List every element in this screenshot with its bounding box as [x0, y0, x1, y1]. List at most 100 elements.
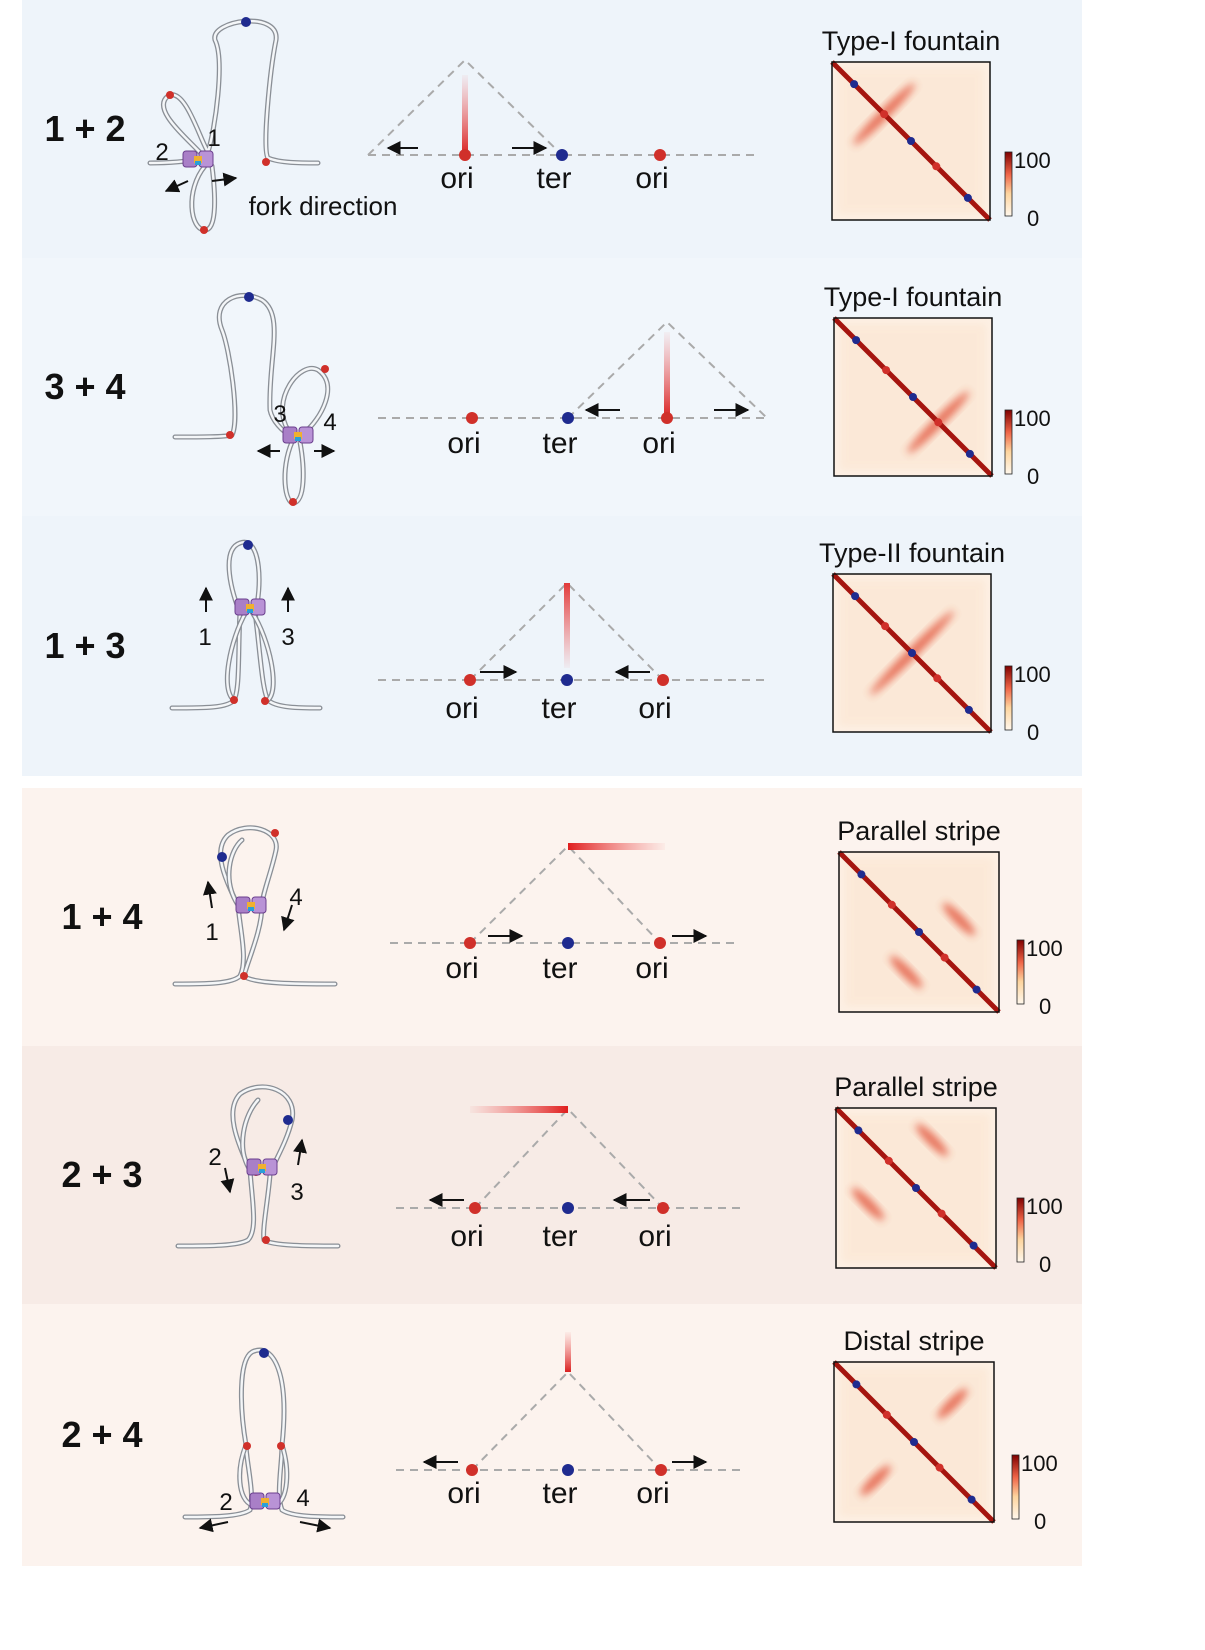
contact-triangle: [471, 1370, 662, 1471]
smc-complex: [246, 1158, 278, 1176]
track-label: ori: [636, 1477, 669, 1510]
contact-triangle: [474, 1107, 664, 1209]
dna-strand-core: [281, 367, 329, 434]
heatmap-title: Parallel stripe: [837, 816, 1001, 846]
contact-triangle: [469, 581, 664, 681]
ter-marker: [852, 336, 861, 345]
ori-marker: [459, 149, 471, 161]
contact-stripe: [565, 1332, 571, 1372]
heatmap-frame: [832, 573, 992, 733]
loop-diagram: 23: [175, 1084, 341, 1249]
contact-triangle: [567, 320, 768, 419]
ori-marker: [226, 431, 234, 439]
colorbar-max-label: 100: [1026, 1194, 1063, 1219]
contact-heatmap: [832, 316, 994, 478]
track-label: ori: [440, 162, 473, 195]
heatmap-title: Distal stripe: [843, 1326, 984, 1356]
dna-strand-core: [238, 1443, 254, 1507]
smc-complex: [234, 598, 266, 616]
ter-marker: [562, 937, 574, 949]
ter-marker: [967, 1495, 976, 1504]
combination-label: 1 + 3: [44, 625, 125, 666]
ter-marker: [283, 1115, 293, 1125]
ori-marker: [240, 972, 248, 980]
ori-marker: [469, 1202, 481, 1214]
ori-marker: [933, 674, 942, 683]
fork-label: 3: [290, 1179, 303, 1206]
ori-marker: [932, 162, 941, 171]
ori-marker: [655, 1464, 667, 1476]
fork-arrow: [164, 179, 189, 193]
fork-arrow: [198, 1518, 229, 1533]
colorbar-gradient: [1004, 409, 1013, 475]
heatmap-frame: [838, 851, 1000, 1013]
contact-triangle: [367, 58, 563, 156]
fork-label: 1: [198, 624, 211, 651]
ori-marker: [271, 829, 279, 837]
fork-arrow: [220, 1167, 235, 1194]
smc-hinge: [195, 161, 201, 165]
fork-label: 4: [289, 884, 302, 911]
ter-marker: [969, 1241, 978, 1250]
ter-marker: [241, 17, 251, 27]
dna-strand-core: [148, 19, 320, 165]
ter-marker: [857, 870, 866, 879]
colorbar-gradient: [1011, 1454, 1020, 1520]
colorbar-max-label: 100: [1026, 936, 1063, 961]
fork-label: 2: [155, 139, 168, 166]
contact-heatmap: [837, 850, 1001, 1014]
ter-marker: [908, 649, 916, 657]
track-label: ori: [642, 427, 675, 460]
ter-marker: [965, 449, 974, 458]
contact-stripe: [564, 583, 570, 668]
contact-stripe: [462, 75, 468, 155]
track-label: ter: [542, 1220, 577, 1253]
ter-marker: [851, 592, 860, 601]
smc-hinge: [247, 609, 253, 613]
dna-strand-core: [176, 1085, 340, 1248]
smc-hinge: [247, 902, 255, 909]
ori-marker: [466, 1464, 478, 1476]
track-label: ori: [445, 692, 478, 725]
contact-enrichment: [889, 955, 923, 989]
ori-marker: [464, 937, 476, 949]
contact-heatmap: [830, 60, 992, 222]
smc-hinge: [246, 604, 254, 611]
colorbar-min-label: 0: [1034, 1509, 1046, 1534]
smc-hinge: [194, 156, 202, 163]
track-label: ori: [635, 162, 668, 195]
ori-marker: [937, 1209, 946, 1218]
combination-label: 1 + 2: [44, 108, 125, 149]
colorbar-max-label: 100: [1014, 406, 1051, 431]
ter-marker: [852, 1380, 861, 1389]
fork-arrow: [211, 172, 238, 187]
colorbar-gradient: [1004, 665, 1013, 731]
combination-label: 2 + 4: [61, 1414, 142, 1455]
colorbar-gradient: [1004, 151, 1013, 217]
ori-marker: [200, 226, 208, 234]
ter-marker: [244, 292, 254, 302]
fork-arrow: [202, 880, 217, 909]
track-label: ter: [541, 692, 576, 725]
ter-marker: [910, 1438, 918, 1446]
ter-marker: [915, 928, 923, 936]
contact-enrichment: [860, 1465, 891, 1496]
ori-marker: [230, 696, 238, 704]
heatmap-frame: [833, 1361, 995, 1523]
contact-heatmap: [832, 1360, 996, 1524]
fork-label: 3: [273, 401, 286, 428]
ori-marker: [464, 674, 476, 686]
heatmap-title: Type-I fountain: [822, 26, 1001, 56]
